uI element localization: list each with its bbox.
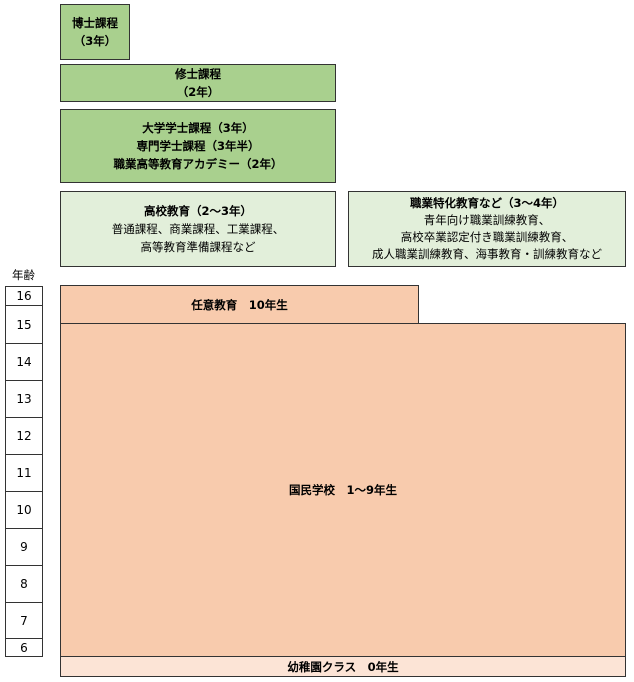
label: 大学学士課程（3年）: [142, 121, 254, 135]
label: 幼稚園クラス 0年生: [287, 659, 399, 674]
vocational-box: 職業特化教育など（3〜4年） 青年向け職業訓練教育、 高校卒業認定付き職業訓練教…: [348, 191, 626, 267]
age-cell: 9: [5, 528, 43, 566]
age-cell: 11: [5, 454, 43, 492]
label: 普通課程、商業課程、工業課程、: [111, 222, 285, 236]
basic-school-box: 国民学校 1〜9年生: [60, 323, 626, 657]
title: 職業特化教育など（3〜4年）: [409, 196, 564, 210]
label: 青年向け職業訓練教育、: [423, 213, 551, 227]
age-cell: 6: [5, 638, 43, 657]
age-cell: 16: [5, 286, 43, 306]
age-cell: 12: [5, 417, 43, 455]
age-label: 年齢: [12, 268, 35, 282]
age-cell: 14: [5, 343, 43, 381]
kindergarten-box: 幼稚園クラス 0年生: [60, 656, 626, 677]
label: 専門学士課程（3年半）: [136, 139, 260, 153]
label: 国民学校 1〜9年生: [288, 483, 397, 497]
label: 成人職業訓練教育、海事教育・訓練教育など: [372, 247, 602, 261]
optional-education-box: 任意教育 10年生: [60, 285, 419, 324]
title: 高校教育（2〜3年）: [143, 204, 252, 218]
high-school-box: 高校教育（2〜3年） 普通課程、商業課程、工業課程、 高等教育準備課程など: [60, 191, 336, 267]
label: 職業高等教育アカデミー（2年）: [113, 157, 283, 171]
label: 高等教育準備課程など: [140, 240, 256, 254]
age-cell: 10: [5, 491, 43, 529]
doctoral-course-box: 博士課程 （3年）: [60, 4, 130, 60]
age-cell: 13: [5, 380, 43, 418]
bachelor-course-box: 大学学士課程（3年） 専門学士課程（3年半） 職業高等教育アカデミー（2年）: [60, 109, 336, 183]
label: 修士課程: [175, 67, 221, 81]
label: 任意教育 10年生: [191, 297, 288, 312]
label: （2年）: [176, 85, 220, 99]
age-cell: 8: [5, 565, 43, 603]
age-cell: 15: [5, 305, 43, 344]
label: 高校卒業認定付き職業訓練教育、: [400, 230, 574, 244]
label: 博士課程: [72, 16, 118, 30]
master-course-box: 修士課程 （2年）: [60, 64, 336, 102]
label: （3年）: [73, 34, 117, 48]
age-cell: 7: [5, 602, 43, 639]
